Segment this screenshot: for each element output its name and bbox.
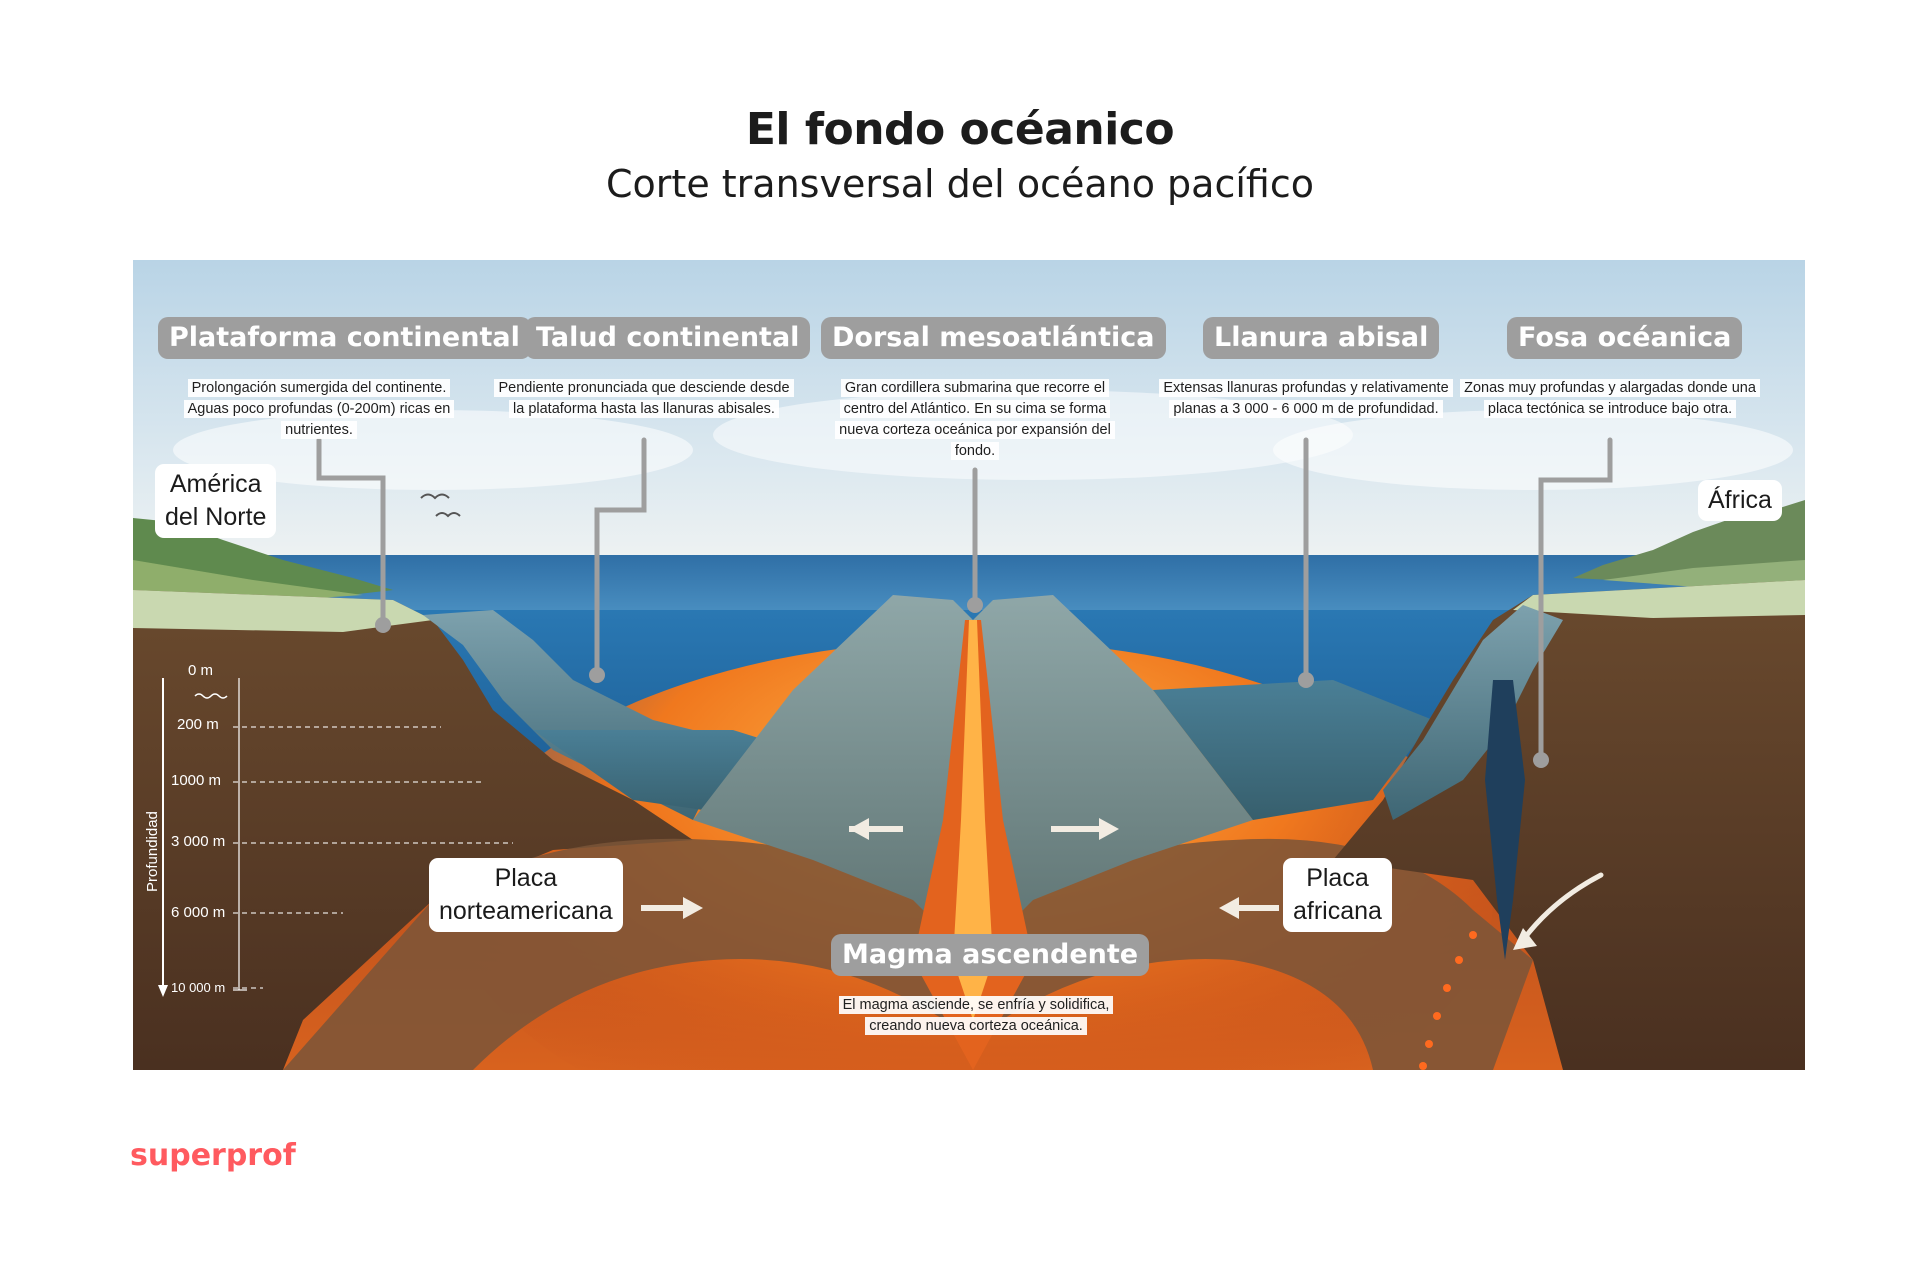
magma-description: El magma asciende, se enfría y solidific…: [821, 995, 1131, 1037]
depth-mark-1000: 1000 m: [171, 772, 222, 789]
depth-axis-title: Profundidad: [144, 811, 161, 892]
feature-description-talud-continental: Pendiente pronunciada que desciende desd…: [494, 378, 794, 420]
feature-title-fosa-oceanica: Fosa océanica: [1507, 317, 1743, 359]
continent-label-north-america: América del Norte: [155, 464, 277, 538]
feature-description-dorsal-mesoatlantica: Gran cordillera submarina que recorre el…: [825, 378, 1125, 462]
depth-mark-200: 200 m: [177, 716, 219, 733]
feature-title-plataforma-continental: Plataforma continental: [158, 317, 531, 359]
ocean-cross-section: Plataforma continental Prolongación sume…: [133, 260, 1805, 1070]
feature-title-talud-continental: Talud continental: [525, 317, 811, 359]
brand-logo: superprof: [130, 1138, 296, 1173]
depth-mark-10000: 10 000 m: [171, 980, 226, 995]
feature-title-llanura-abisal: Llanura abisal: [1203, 317, 1440, 359]
feature-title-dorsal-mesoatlantica: Dorsal mesoatlántica: [821, 317, 1166, 359]
diagram-subtitle: Corte transversal del océano pacífico: [606, 162, 1314, 206]
feature-description-fosa-oceanica: Zonas muy profundas y alargadas donde un…: [1460, 378, 1760, 420]
continent-label-africa: África: [1698, 480, 1782, 521]
plate-label-african: Placa africana: [1283, 858, 1392, 932]
feature-description-plataforma-continental: Prolongación sumergida del continente. A…: [169, 378, 469, 441]
depth-mark-3000: 3 000 m: [171, 833, 226, 850]
feature-description-llanura-abisal: Extensas llanuras profundas y relativame…: [1156, 378, 1456, 420]
magma-title: Magma ascendente: [831, 934, 1150, 976]
depth-mark-6000: 6 000 m: [171, 904, 226, 921]
diagram-title: El fondo océanico: [745, 104, 1175, 155]
plate-label-north-american: Placa norteamericana: [429, 858, 623, 932]
depth-mark-0: 0 m: [188, 662, 214, 679]
